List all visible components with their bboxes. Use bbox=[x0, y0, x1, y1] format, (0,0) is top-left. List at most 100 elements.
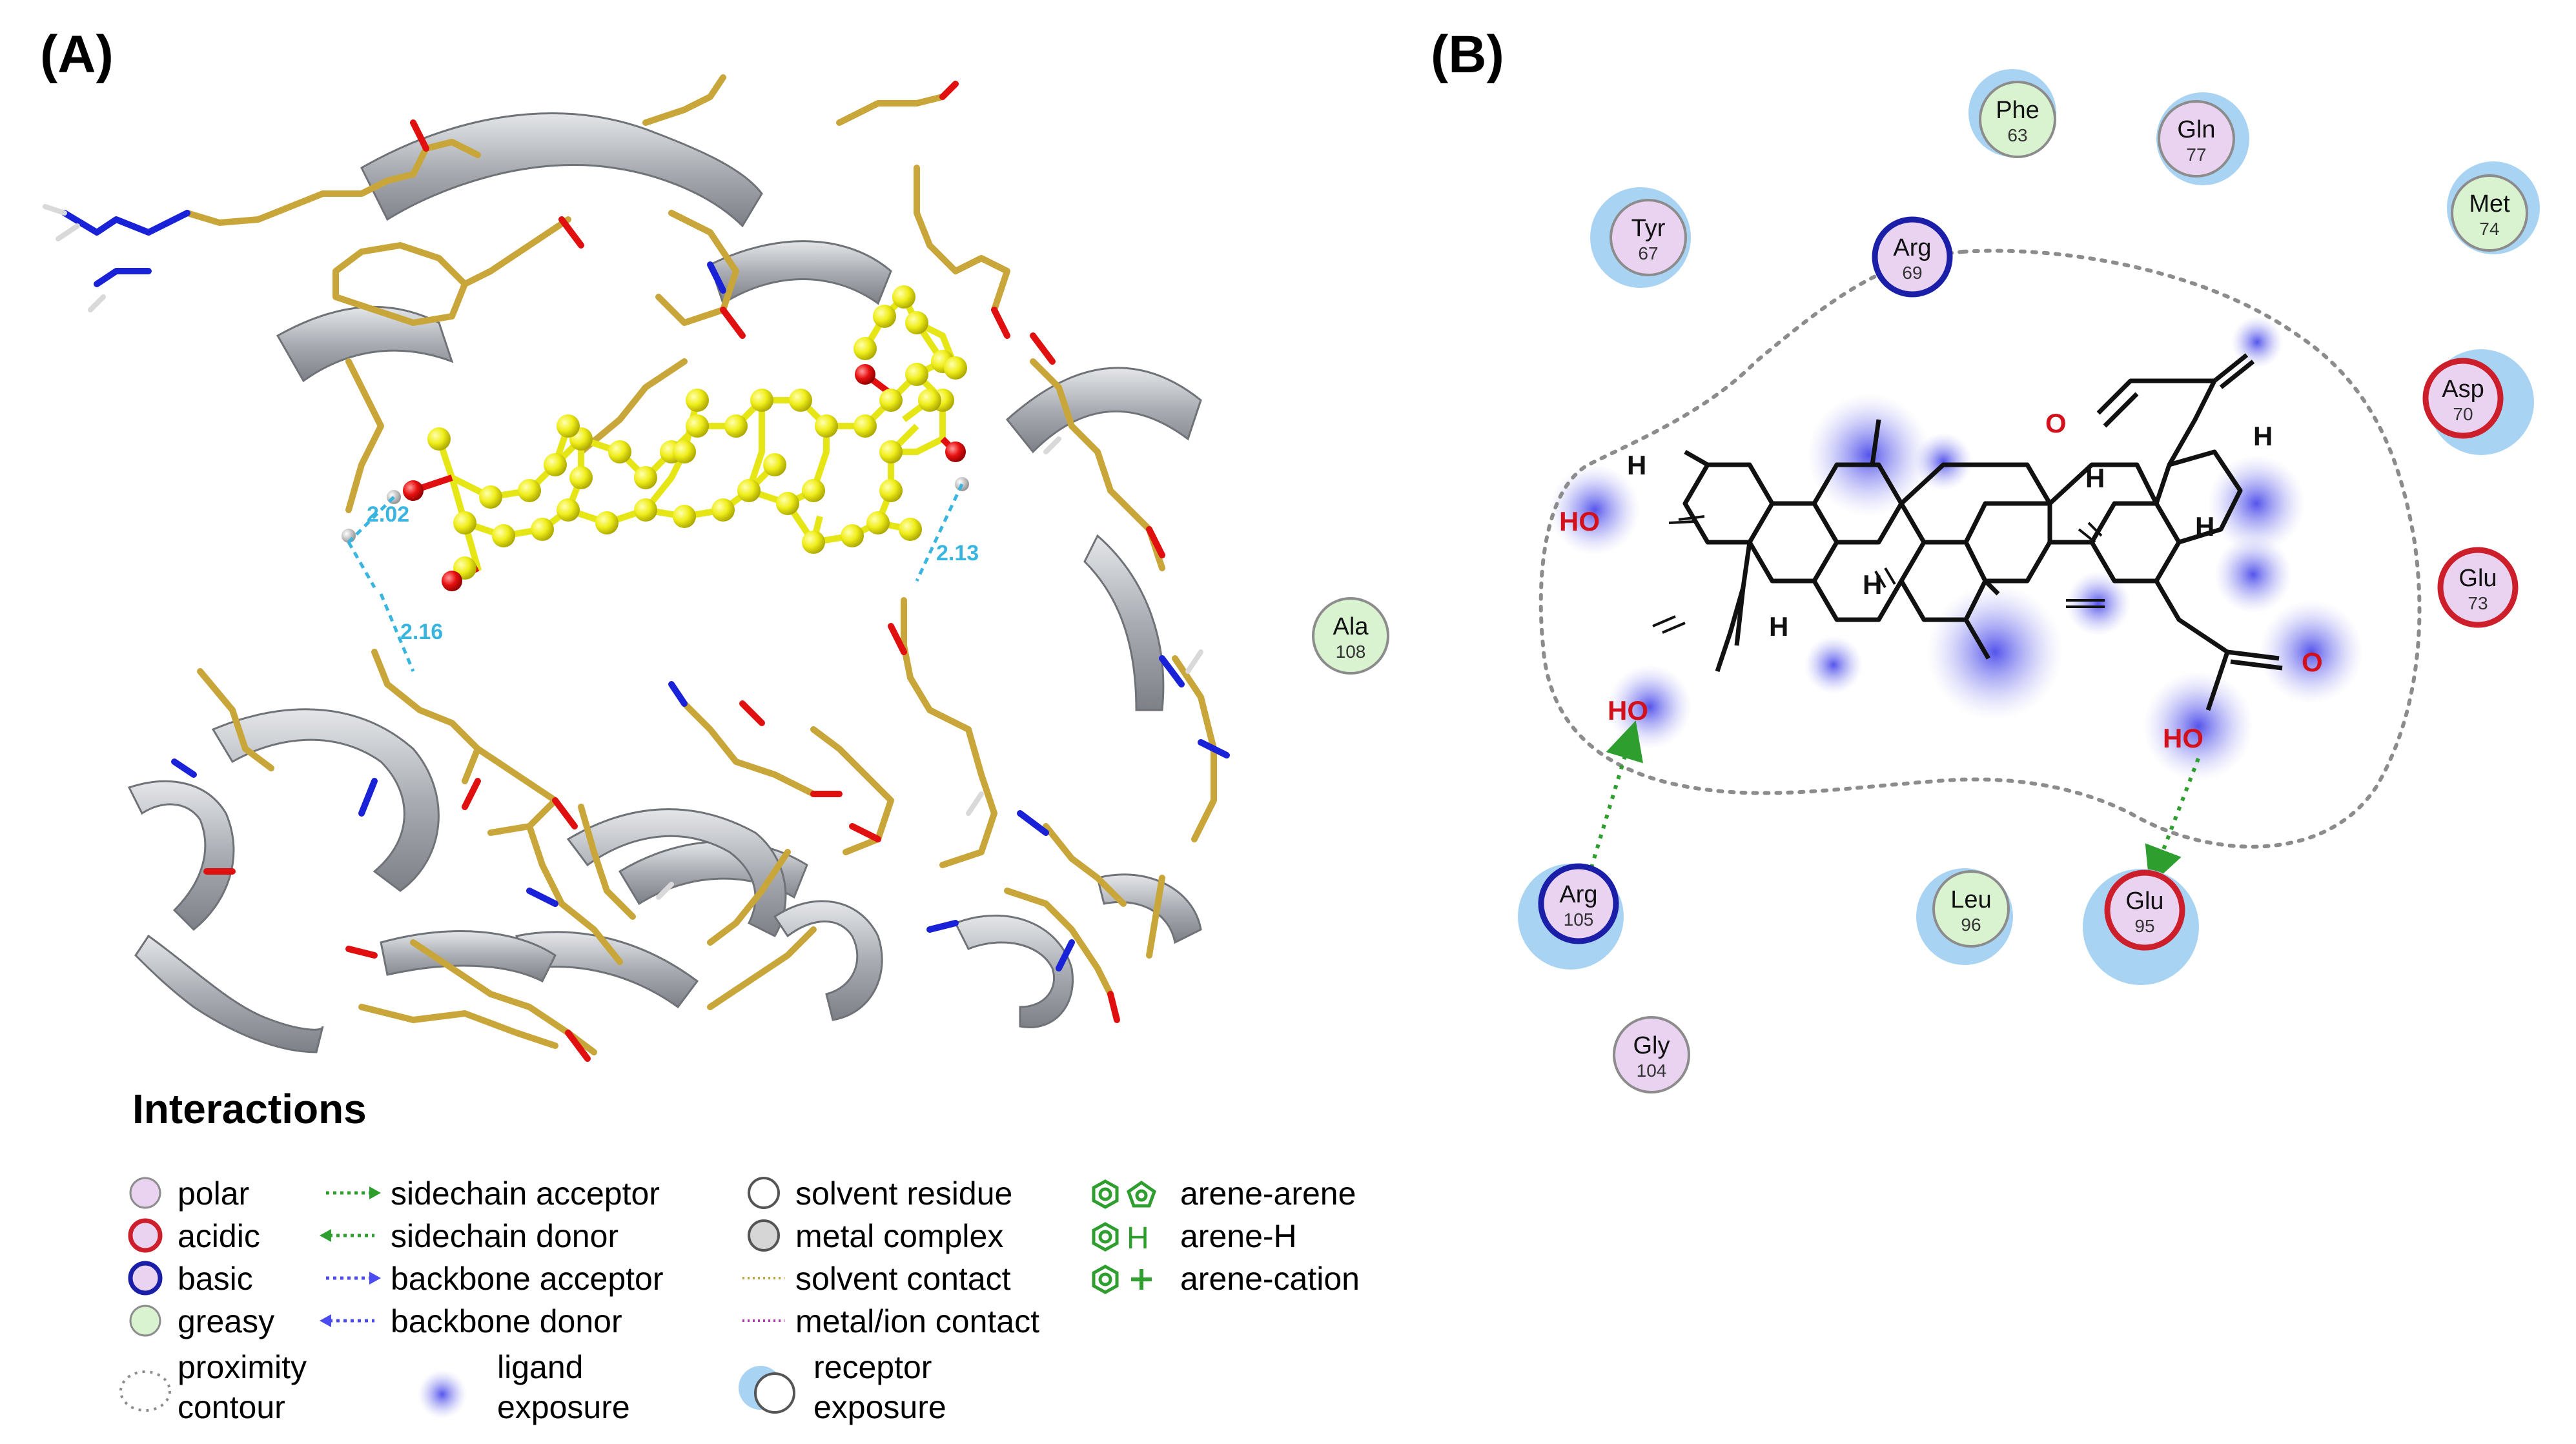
residue-number: 70 bbox=[2453, 404, 2473, 424]
legend-arene-arene-hex-icon bbox=[1092, 1179, 1119, 1209]
residue-number: 73 bbox=[2468, 593, 2488, 613]
legend-backbone-donor: backbone donor bbox=[391, 1303, 622, 1339]
residue-name: Leu bbox=[1950, 886, 1991, 913]
residue-number: 96 bbox=[1961, 915, 1981, 935]
legend-basic-swatch bbox=[128, 1261, 163, 1296]
residue-name: Ala bbox=[1333, 613, 1369, 640]
atom-o-acid: O bbox=[2302, 647, 2323, 677]
distance-label-3: 2.13 bbox=[936, 541, 979, 565]
residue-name: Phe bbox=[1996, 97, 2039, 124]
atom-ho-c3: HO bbox=[1559, 506, 1600, 536]
residue-number: 77 bbox=[2186, 145, 2206, 165]
legend-receptor-exposure-2: exposure bbox=[813, 1389, 946, 1425]
distance-label-2: 2.16 bbox=[400, 620, 443, 644]
atom-h-c18: H bbox=[2195, 511, 2214, 542]
residue-disc bbox=[1610, 199, 1687, 276]
residue-disc bbox=[1932, 870, 2010, 948]
residue-name: Met bbox=[2469, 190, 2510, 218]
residue-number: 74 bbox=[2479, 219, 2499, 239]
legend-arene-cation-icon bbox=[1092, 1265, 1119, 1294]
atom-ho-acid: HO bbox=[2163, 723, 2203, 753]
atom-h-c13: H bbox=[2085, 463, 2105, 493]
legend-arene-h: arene-H bbox=[1180, 1218, 1297, 1254]
residue-name: Asp bbox=[2442, 376, 2484, 403]
legend-ligand-exposure-swatch bbox=[418, 1370, 467, 1419]
stereo-bonds bbox=[1652, 515, 2105, 634]
legend-proximity-1: proximity bbox=[178, 1349, 307, 1385]
ligand-exposure-halos bbox=[1549, 316, 2363, 781]
legend-basic: basic bbox=[178, 1261, 253, 1297]
legend-arene-arene: arene-arene bbox=[1180, 1175, 1356, 1212]
residue-disc bbox=[2104, 869, 2185, 951]
residue-disc bbox=[2422, 358, 2504, 439]
residue-number: 67 bbox=[1638, 243, 1658, 263]
residue-disc bbox=[1613, 1016, 1690, 1093]
residue-disc bbox=[1872, 216, 1953, 298]
legend-acidic-swatch bbox=[128, 1218, 163, 1253]
legend-title: Interactions bbox=[132, 1086, 367, 1132]
legend-arene-cation: arene-cation bbox=[1180, 1261, 1360, 1297]
residue-disc bbox=[2158, 100, 2235, 178]
legend-solvent-contact: solvent contact bbox=[795, 1261, 1011, 1297]
hbond-distance-lines bbox=[347, 483, 964, 672]
legend-ligand-exposure-2: exposure bbox=[497, 1389, 630, 1425]
legend-ligand-exposure-1: ligand bbox=[497, 1349, 583, 1385]
residue-name: Tyr bbox=[1631, 215, 1666, 242]
legend-polar: polar bbox=[178, 1175, 249, 1212]
proximity-contour bbox=[1538, 249, 2422, 849]
panel-a-label: (A) bbox=[40, 25, 114, 84]
legend-proximity-swatch bbox=[119, 1370, 171, 1412]
atom-o-aldehyde: O bbox=[2045, 408, 2067, 438]
residue-number: 104 bbox=[1637, 1061, 1667, 1081]
legend-backbone-acceptor: backbone acceptor bbox=[391, 1261, 664, 1297]
residue-number: 105 bbox=[1564, 910, 1594, 930]
legend-proximity-2: contour bbox=[178, 1389, 285, 1425]
residue-number: 63 bbox=[2007, 125, 2027, 145]
residue-name: Glu bbox=[2458, 565, 2497, 592]
legend-greasy-swatch bbox=[129, 1305, 161, 1337]
legend-polar-swatch bbox=[129, 1177, 161, 1209]
ligand-2d-structure bbox=[1682, 353, 2283, 711]
panel-b-label: (B) bbox=[1431, 25, 1504, 84]
legend-receptor-exposure-swatch bbox=[754, 1372, 795, 1414]
residue-number: 95 bbox=[2134, 916, 2154, 936]
residue-name: Arg bbox=[1893, 234, 1931, 261]
residue-name: Gly bbox=[1633, 1032, 1670, 1059]
atom-h-c3: H bbox=[1627, 450, 1646, 480]
legend-metal-complex-swatch bbox=[748, 1219, 780, 1252]
residue-name: Glu bbox=[2125, 888, 2163, 915]
residue-disc bbox=[1312, 597, 1389, 675]
residue-sticks bbox=[43, 74, 1230, 1062]
ligand-ball-and-stick bbox=[342, 285, 969, 591]
atom-h-c19: H bbox=[2253, 421, 2273, 451]
residue-disc bbox=[2437, 547, 2519, 628]
atom-ho-ch2: HO bbox=[1608, 695, 1648, 726]
svg-text:H: H bbox=[1127, 1221, 1149, 1256]
legend-acidic: acidic bbox=[178, 1218, 260, 1254]
atom-h-c5: H bbox=[1769, 611, 1788, 642]
legend-sidechain-acceptor: sidechain acceptor bbox=[391, 1175, 660, 1212]
legend-solvent-residue: solvent residue bbox=[795, 1175, 1012, 1212]
residue-number: 108 bbox=[1336, 642, 1366, 662]
residue-disc bbox=[1538, 863, 1619, 944]
residue-number: 69 bbox=[1902, 263, 1922, 283]
legend-greasy: greasy bbox=[178, 1303, 274, 1339]
residue-name: Gln bbox=[2177, 116, 2215, 143]
residue-disc bbox=[2451, 174, 2528, 252]
hbond-arrows bbox=[1586, 720, 2200, 887]
